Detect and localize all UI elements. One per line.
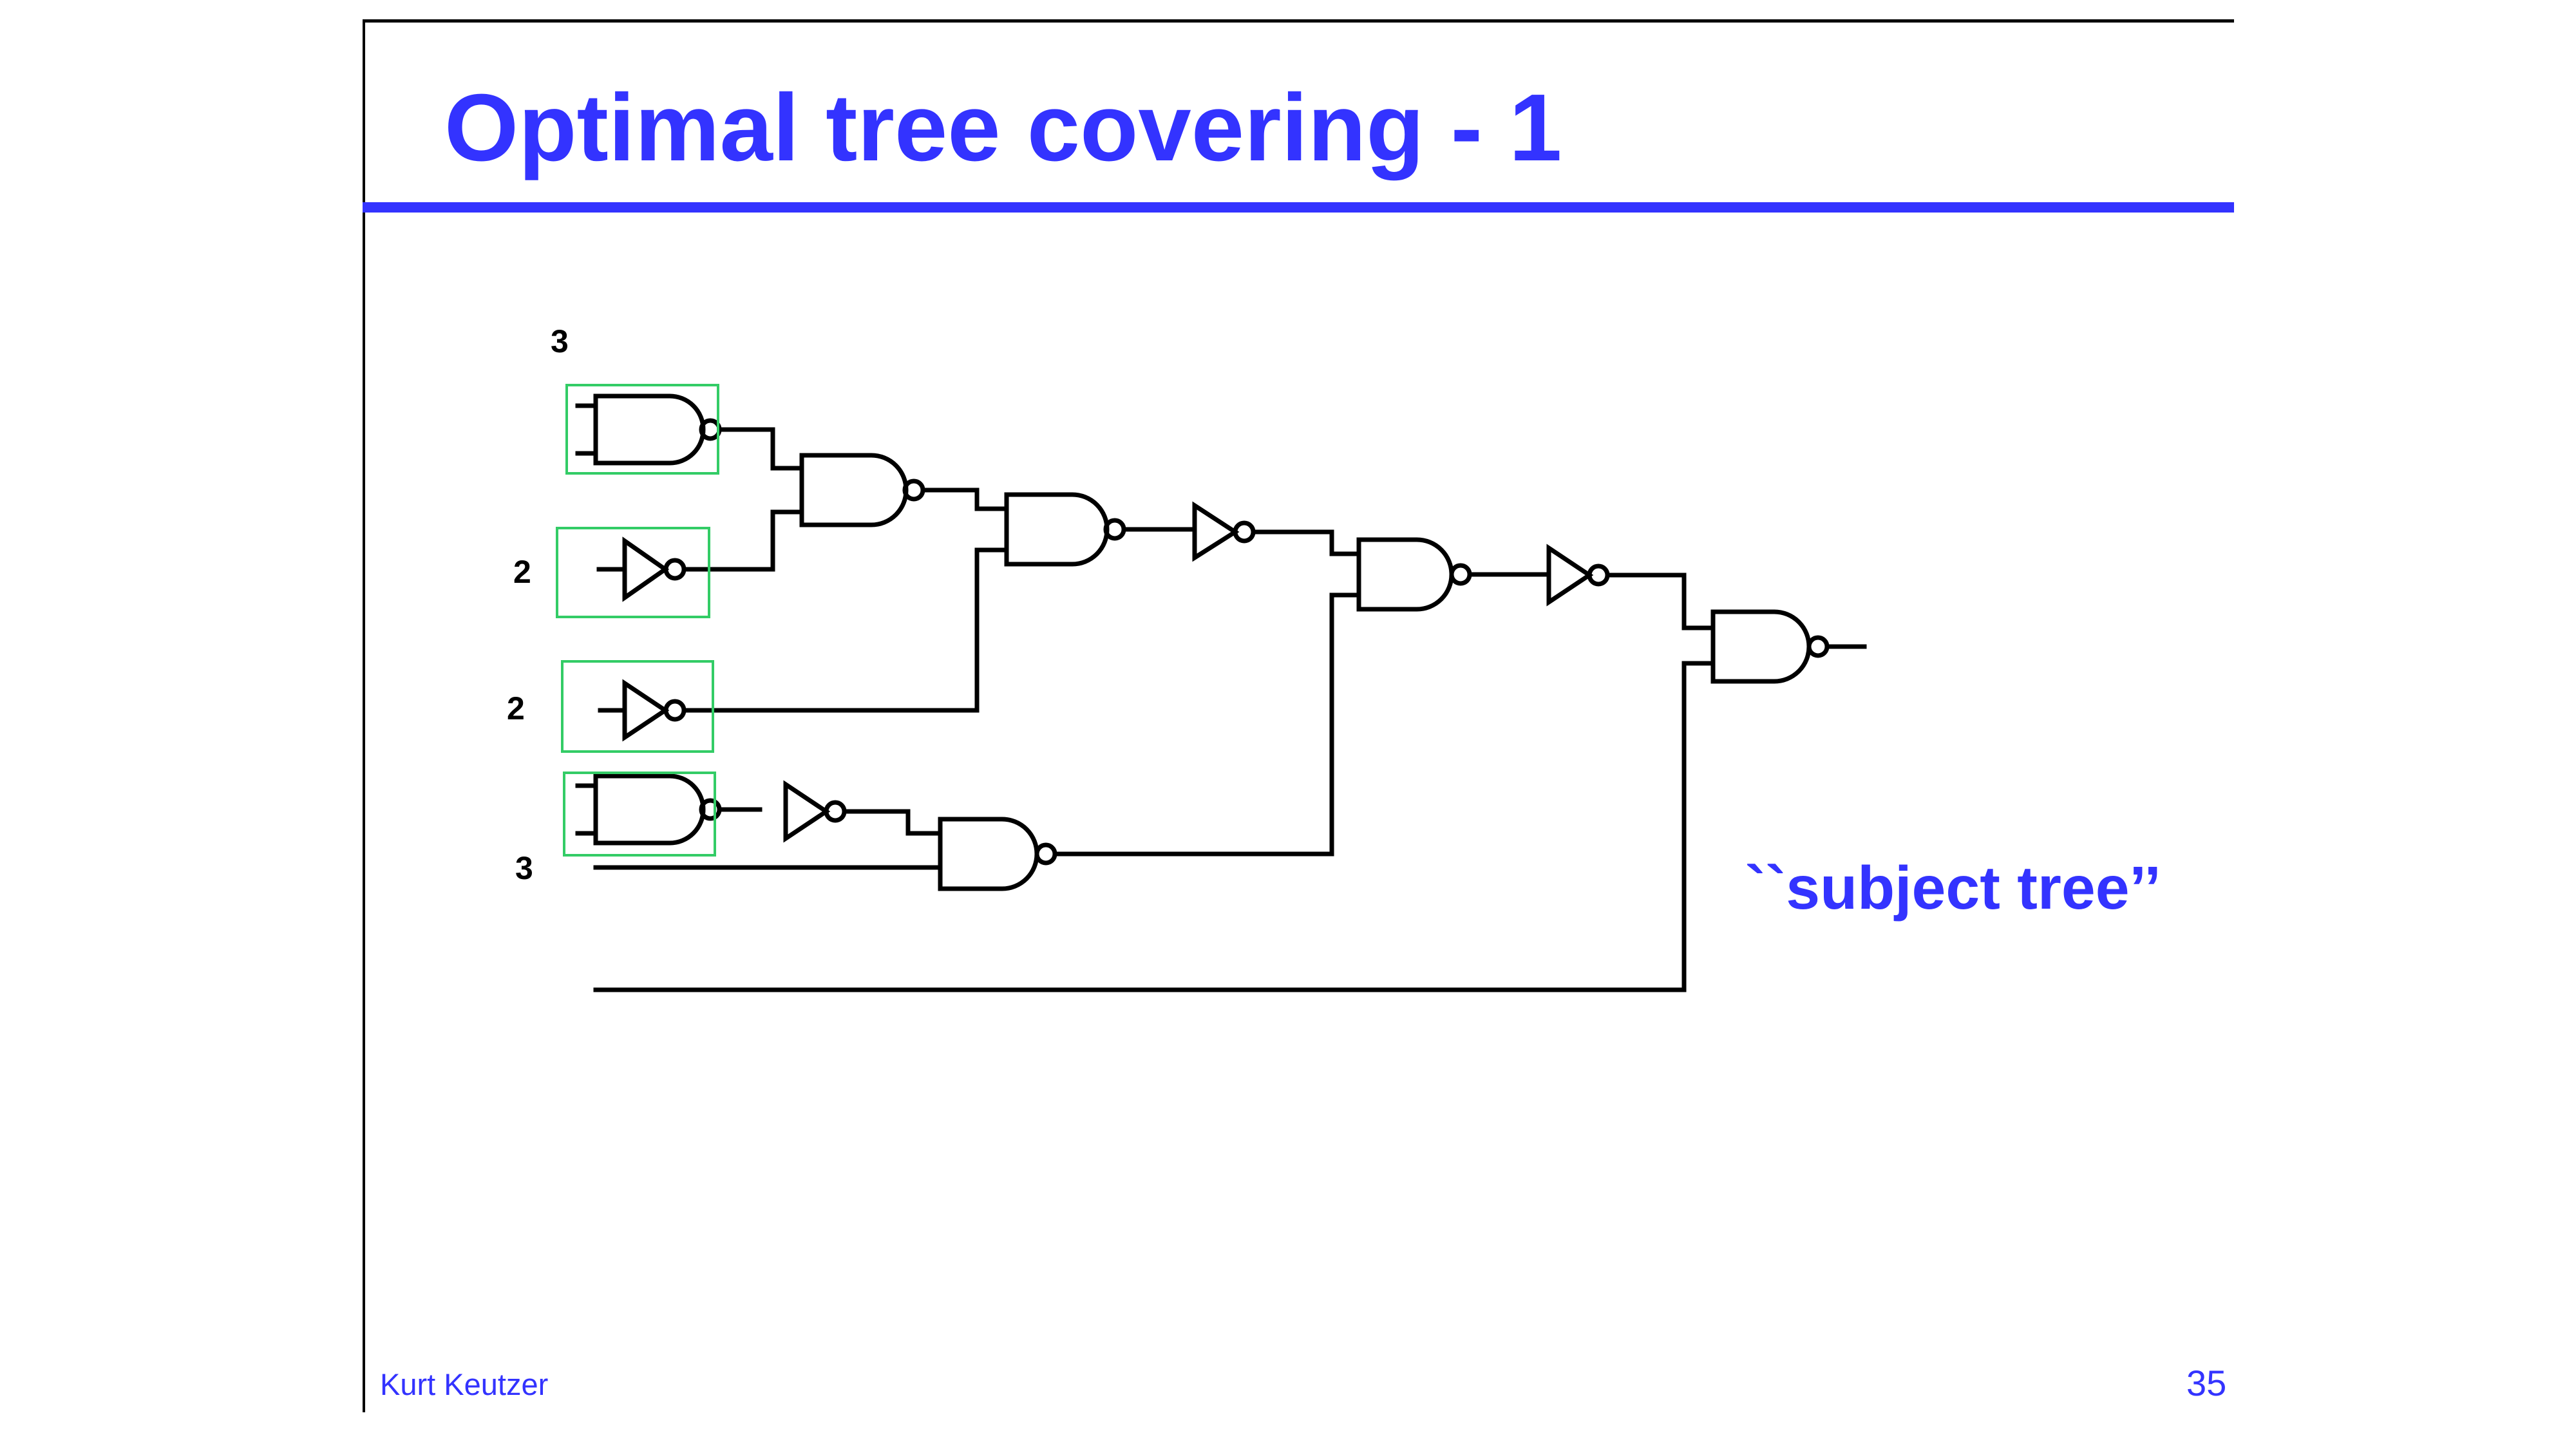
nand-gate-icon [575, 393, 722, 466]
footer-author: Kurt Keutzer [380, 1367, 549, 1401]
nand-gate-icon [1004, 492, 1126, 567]
match-box [563, 772, 716, 857]
cost-label: 3 [515, 850, 533, 886]
wire-net [593, 427, 1867, 992]
cost-label: 3 [551, 323, 569, 359]
match-box [561, 660, 714, 753]
match-box [556, 527, 710, 618]
inverter-gate-icon [783, 780, 847, 843]
nand-gate-icon [1356, 537, 1472, 612]
inverter-gate-icon [1546, 544, 1610, 607]
match-box [565, 384, 719, 475]
cost-label: 2 [507, 690, 525, 726]
cost-label: 2 [513, 554, 531, 590]
slide-title: Optimal tree covering - 1 [444, 75, 1562, 181]
inverter-gate-icon [1192, 501, 1256, 562]
slide-left-border [363, 19, 365, 1412]
nand-gate-icon [575, 773, 722, 846]
page-number: 35 [2186, 1363, 2227, 1403]
inverter-gate-icon [598, 679, 687, 742]
title-underline [363, 202, 2234, 213]
nand-gate-icon [938, 817, 1057, 891]
subject-tree-caption: ``subject tree’’ [1745, 854, 2161, 922]
slide-top-border [363, 19, 2234, 23]
inverter-gate-icon [596, 536, 687, 602]
nand-gate-icon [1710, 609, 1830, 684]
nand-gate-icon [799, 453, 925, 527]
